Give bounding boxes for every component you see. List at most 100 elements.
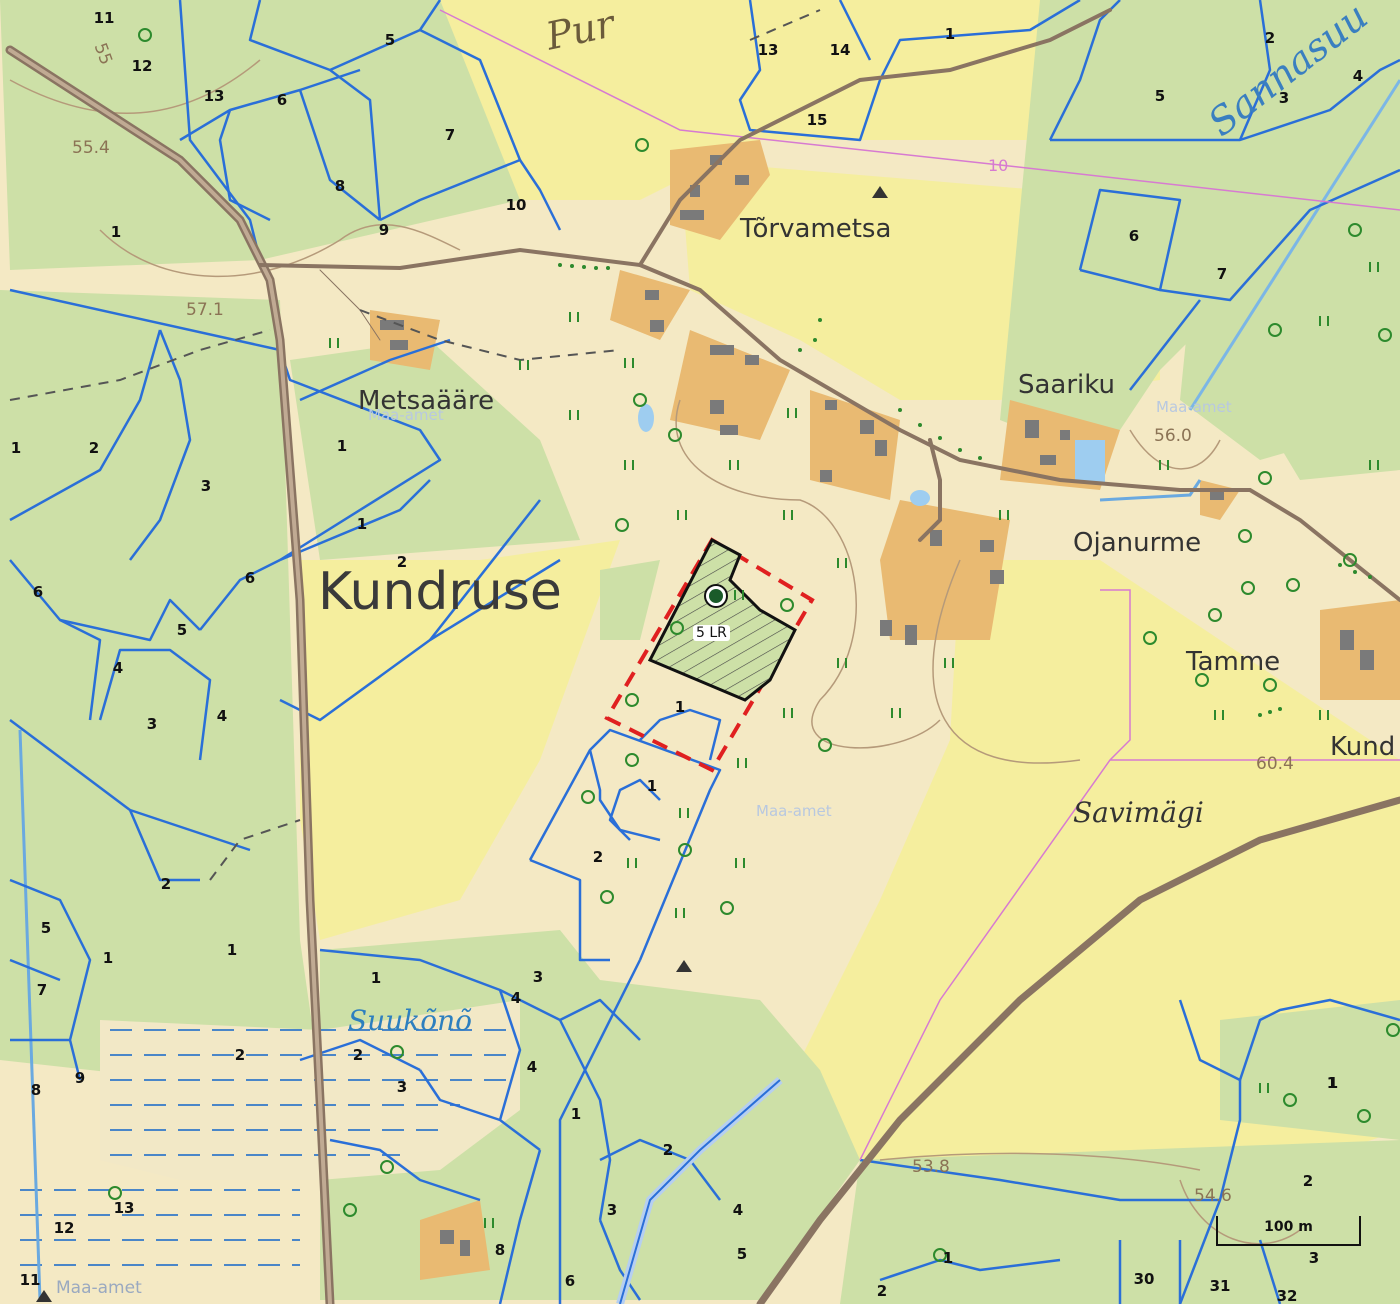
forest-area	[0, 0, 520, 270]
deciduous-tree-icons	[108, 28, 1400, 1262]
field-area	[300, 540, 620, 940]
parcel-number: 11	[93, 9, 115, 27]
place-name-saariku: Saariku	[1018, 370, 1116, 400]
parcel-number: 3	[1308, 1249, 1320, 1267]
parcel-number: 12	[53, 1219, 75, 1237]
place-name-kund: Kund	[1330, 732, 1396, 762]
watermark: Maa-amet	[1156, 398, 1232, 416]
parcel-number: 5	[176, 621, 188, 639]
parcel-number: 4	[526, 1058, 538, 1076]
place-name-torvametsa: Tõrvametsa	[740, 214, 892, 244]
parcel-number: 7	[36, 981, 48, 999]
parcel-number: 6	[32, 583, 44, 601]
forest-area	[560, 1060, 780, 1250]
parcel-number: 32	[1276, 1287, 1298, 1305]
forest-area	[0, 290, 320, 1080]
forest-area	[1220, 1000, 1400, 1140]
protected-area-hatched[interactable]	[647, 537, 797, 702]
parcel-number: 2	[662, 1141, 674, 1159]
parcel-number: 4	[216, 707, 228, 725]
parcel-number: 4	[732, 1201, 744, 1219]
parcel-number: 6	[1128, 227, 1140, 245]
buildings	[380, 155, 1374, 1256]
parcel-number: 13	[113, 1199, 135, 1217]
parcel-number: 1	[102, 949, 114, 967]
pond	[638, 404, 654, 432]
place-name-kundruse: Kundruse	[318, 562, 562, 622]
parcel-number: 2	[396, 553, 408, 571]
parcel-number: 2	[352, 1046, 364, 1064]
parcel-number: 5	[40, 919, 52, 937]
height-label: 56.0	[1154, 426, 1192, 446]
height-label: 54.6	[1194, 1186, 1232, 1206]
place-name-metsaaare: Metsaääre	[358, 386, 495, 416]
forest-area	[840, 1140, 1400, 1304]
parcel-number: 6	[564, 1272, 576, 1290]
watermark: Maa-amet	[368, 406, 444, 424]
parcel-number: 3	[200, 477, 212, 495]
parcel-number: 8	[334, 177, 346, 195]
place-name-suukono: Suukõnõ	[348, 1004, 472, 1037]
stream	[18, 729, 42, 1301]
height-label: 53.8	[912, 1157, 950, 1177]
parcel-number: 9	[378, 221, 390, 239]
landmark-triangle-icons	[36, 186, 888, 1302]
parcel-number: 1	[942, 1249, 954, 1267]
parcel-number: 3	[1278, 89, 1290, 107]
road-number-label: 10	[988, 156, 1009, 175]
parcel-number: 5	[384, 31, 396, 49]
forest-area	[1240, 360, 1400, 480]
pond	[1075, 440, 1105, 482]
parcel-number: 2	[160, 875, 172, 893]
building-areas	[370, 140, 1400, 1280]
parcel-number: 11	[19, 1271, 41, 1289]
parcel-number: 1	[674, 698, 686, 716]
place-name-ojanurme: Ojanurme	[1073, 528, 1202, 558]
parcel-number: 10	[505, 196, 527, 214]
parcel-number: 2	[876, 1282, 888, 1300]
scale-bar: 100 m	[1216, 1216, 1361, 1246]
height-label: 55.4	[72, 138, 110, 158]
parcel-number: 1	[1326, 1074, 1338, 1092]
plot-label[interactable]: 5 LR	[693, 625, 730, 641]
parcel-number: 7	[444, 126, 456, 144]
parcel-number: 2	[234, 1046, 246, 1064]
parcel-number: 4	[510, 989, 522, 1007]
grassland-icons	[329, 262, 1379, 1228]
parcel-number: 12	[131, 57, 153, 75]
parcel-number: 3	[396, 1078, 408, 1096]
parcel-number: 1	[356, 515, 368, 533]
forest-area	[600, 560, 660, 640]
hedge-dots	[558, 263, 1372, 717]
parcel-number: 14	[829, 41, 851, 59]
forest-area	[290, 340, 580, 560]
cadastral-boundaries	[9, 0, 1400, 1304]
parcel-number: 3	[146, 715, 158, 733]
railway-edge	[619, 1079, 781, 1304]
watermark: Maa-amet	[756, 802, 832, 820]
parcel-number: 4	[1352, 67, 1364, 85]
parcel-number: 2	[662, 1141, 674, 1159]
place-name-tamme: Tamme	[1186, 647, 1281, 677]
parcel-number: 3	[606, 1201, 618, 1219]
parcel-number: 13	[203, 87, 225, 105]
parcel-number: 1	[646, 777, 658, 795]
parcel-number: 9	[74, 1069, 86, 1087]
parcel-number: 7	[1216, 265, 1228, 283]
parcel-number: 1	[570, 1105, 582, 1123]
parcel-number: 1	[370, 969, 382, 987]
pond	[910, 490, 930, 506]
parcel-number: 5	[736, 1245, 748, 1263]
parcel-number: 1	[10, 439, 22, 457]
parcel-number: 31	[1209, 1277, 1231, 1295]
parcel-number: 1	[1327, 1074, 1339, 1092]
parcel-number: 6	[276, 91, 288, 109]
field-area	[1320, 920, 1400, 1000]
stream	[1188, 79, 1400, 411]
watermark: Maa-amet	[56, 1278, 142, 1298]
parcel-number: 15	[806, 111, 828, 129]
height-label: 57.1	[186, 300, 224, 320]
highlighted-parcel-outline[interactable]	[604, 537, 815, 773]
